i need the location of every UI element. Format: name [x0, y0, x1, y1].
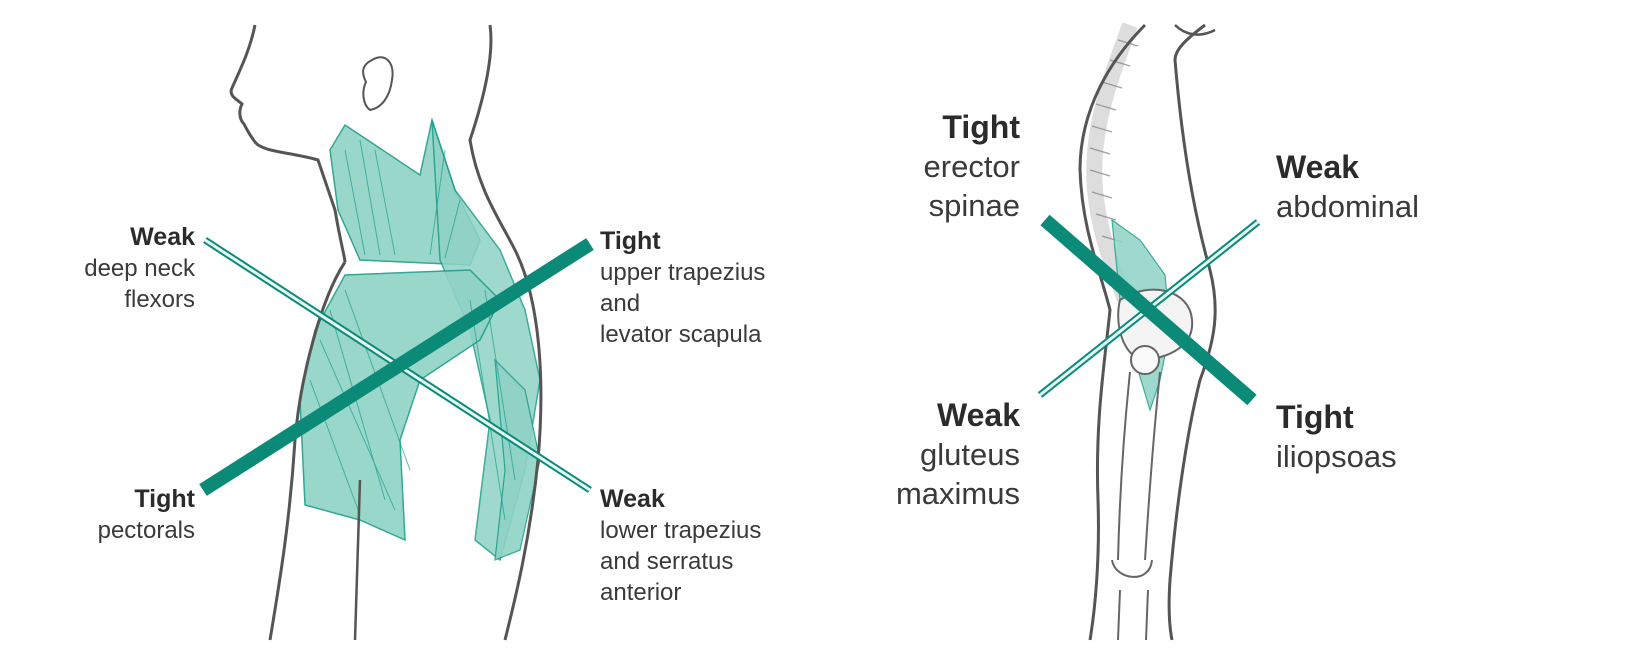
- tight-cross-line: [199, 238, 594, 496]
- torso-outline: [353, 479, 362, 641]
- chin-outline: [1174, 24, 1216, 36]
- label-tight-erector-spinae: Tight erector spinae: [923, 109, 1020, 223]
- label-tight-iliopsoas: Tight iliopsoas: [1276, 399, 1397, 474]
- label-weak-lower-trapezius: Weak lower trapezius and serratus anteri…: [600, 485, 762, 606]
- ear-icon: [362, 56, 394, 112]
- lower-back-outline: [1078, 23, 1147, 641]
- label-weak-abdominal: Weak abdominal: [1276, 149, 1420, 224]
- shin-bone: [1117, 589, 1149, 641]
- head-profile-outline: [229, 24, 347, 263]
- label-weak-gluteus-maximus: Weak gluteus maximus: [895, 397, 1020, 511]
- back-outline: [468, 24, 543, 641]
- serratus-muscle: [494, 358, 541, 561]
- label-weak-deep-neck-flexors: Weak deep neck flexors: [84, 223, 195, 313]
- arm-outline: [268, 261, 347, 641]
- upper-body-figure: [199, 24, 594, 641]
- hip-joint: [1130, 345, 1160, 375]
- femur-bone: [1117, 371, 1161, 561]
- lower-body-figure: [1037, 22, 1261, 641]
- spine: [1086, 22, 1138, 303]
- front-outline: [1167, 23, 1217, 641]
- knee-joint: [1111, 559, 1153, 578]
- label-tight-upper-trapezius: Tight upper trapezius and levator scapul…: [600, 227, 766, 348]
- tight-cross-line: [1040, 214, 1257, 406]
- label-tight-pectorals: Tight pectorals: [97, 485, 195, 544]
